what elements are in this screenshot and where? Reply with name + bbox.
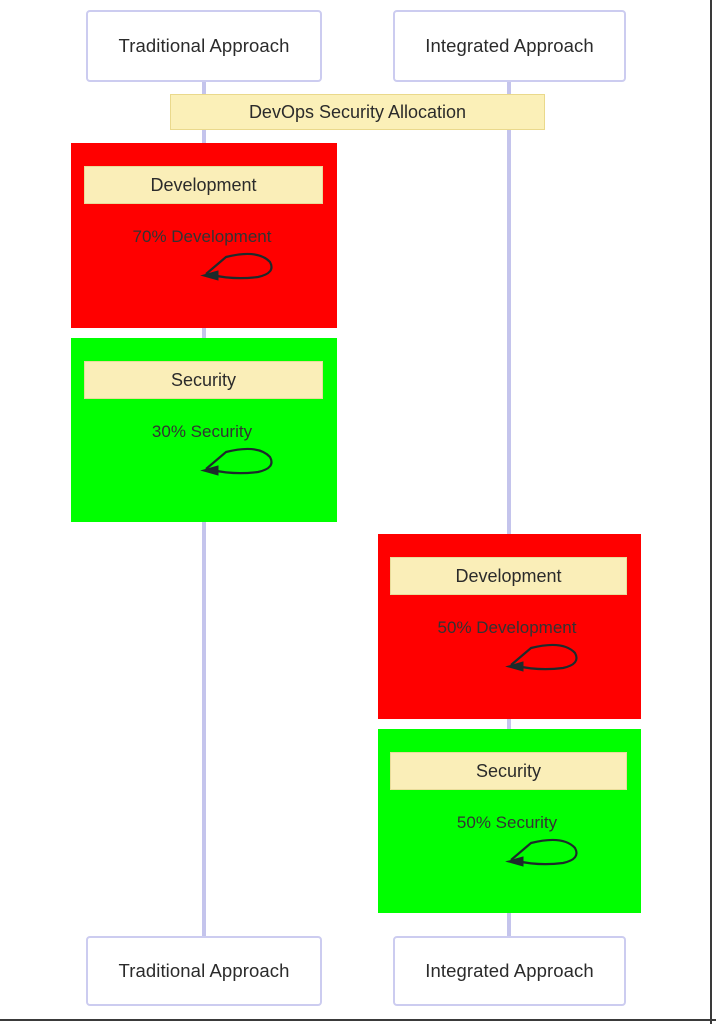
message-text: 50% Development (437, 618, 577, 637)
message-traditional-development: 70% Development (86, 227, 318, 247)
participant-label: Integrated Approach (425, 35, 594, 56)
region-label-text: Development (455, 565, 562, 586)
participant-traditional-top[interactable]: Traditional Approach (86, 10, 322, 82)
message-text: 70% Development (132, 227, 272, 246)
region-label-traditional-security: Security (84, 361, 323, 399)
message-traditional-security: 30% Security (86, 422, 318, 442)
canvas-bottom-border (0, 1019, 716, 1021)
message-integrated-security: 50% Security (391, 813, 623, 833)
region-label-text: Development (150, 174, 257, 195)
participant-label: Traditional Approach (118, 960, 290, 981)
participant-integrated-bottom[interactable]: Integrated Approach (393, 936, 626, 1006)
message-text: 30% Security (151, 422, 253, 441)
diagram-title: DevOps Security Allocation (248, 101, 467, 122)
message-text: 50% Security (456, 813, 558, 832)
lifeline-integrated (507, 82, 511, 938)
region-label-traditional-development: Development (84, 166, 323, 204)
message-integrated-development: 50% Development (391, 618, 623, 638)
participant-integrated-top[interactable]: Integrated Approach (393, 10, 626, 82)
canvas-right-border (710, 0, 712, 1024)
diagram-title-banner: DevOps Security Allocation (170, 94, 545, 130)
region-label-text: Security (475, 760, 542, 781)
region-label-integrated-security: Security (390, 752, 627, 790)
region-label-text: Security (170, 369, 237, 390)
participant-label: Traditional Approach (118, 35, 290, 56)
participant-label: Integrated Approach (425, 960, 594, 981)
region-label-integrated-development: Development (390, 557, 627, 595)
participant-traditional-bottom[interactable]: Traditional Approach (86, 936, 322, 1006)
